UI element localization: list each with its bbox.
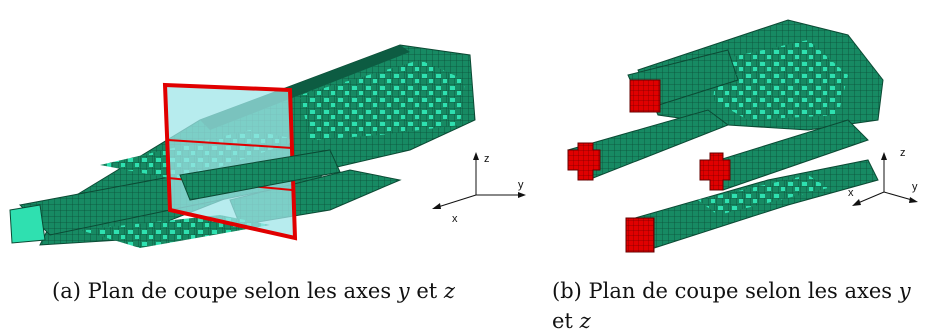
caption-a: (a) Plan de coupe selon les axes y et z [52,276,455,306]
axis-label-y: y [518,179,524,191]
axes-triad-b: z y x [848,147,918,206]
caption-var-y: y [397,279,410,303]
cross-sections-b [567,79,731,253]
voxel-model-b [567,19,884,251]
figure-panel-b: z y x [548,0,934,270]
axis-label-x: x [848,187,854,199]
caption-text: Plan de coupe selon les axes [588,279,893,303]
caption-var-y: y [898,279,911,303]
axis-label-z: z [900,147,906,159]
caption-tag: (a) [52,279,81,303]
caption-var-z: z [443,279,455,303]
axes-triad-a: z y x [432,152,526,225]
axis-label-y: y [912,181,918,193]
voxel-render-a: z y x [9,44,526,248]
axis-label-x: x [452,213,458,225]
caption-var-z: z [579,309,591,333]
caption-conj: et [416,279,438,303]
caption-text: Plan de coupe selon les axes [87,279,392,303]
figure-panel-a: z y x [0,0,540,270]
caption-tag: (b) [552,279,582,303]
caption-b: (b) Plan de coupe selon les axes y et z [552,276,934,336]
caption-conj: et [552,309,573,333]
cutting-plane-a [162,82,298,241]
voxel-render-b: z y x [567,19,918,253]
axis-label-z: z [484,153,490,165]
